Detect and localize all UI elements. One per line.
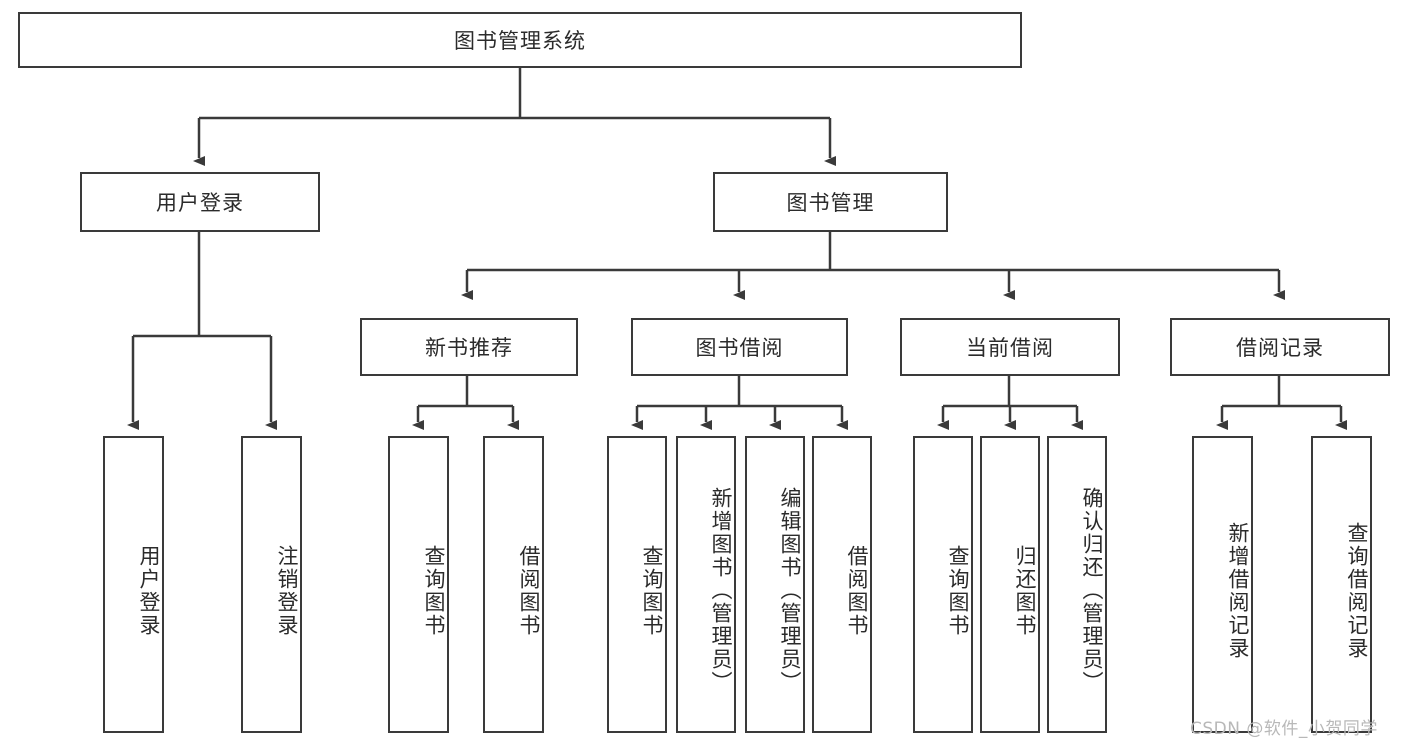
node-new-book-recommend-label: 新书推荐 bbox=[425, 336, 513, 360]
leaf-label: 编辑图书（管理员） bbox=[778, 487, 802, 694]
node-borrow-records[interactable]: 借阅记录 bbox=[1170, 318, 1390, 376]
node-new-book-recommend[interactable]: 新书推荐 bbox=[360, 318, 578, 376]
leaf-new-book-borrow[interactable]: 借阅图书 bbox=[483, 436, 544, 733]
node-book-management[interactable]: 图书管理 bbox=[713, 172, 948, 232]
leaf-current-return[interactable]: 归还图书 bbox=[980, 436, 1040, 733]
leaf-records-query[interactable]: 查询借阅记录 bbox=[1311, 436, 1372, 733]
leaf-borrow-borrow-book[interactable]: 借阅图书 bbox=[812, 436, 872, 733]
leaf-label: 确认归还（管理员） bbox=[1080, 487, 1104, 694]
node-root[interactable]: 图书管理系统 bbox=[18, 12, 1022, 68]
node-root-label: 图书管理系统 bbox=[454, 29, 586, 53]
leaf-label: 查询借阅记录 bbox=[1345, 521, 1369, 660]
leaf-label: 查询图书 bbox=[422, 544, 446, 637]
node-book-management-label: 图书管理 bbox=[786, 191, 875, 215]
leaf-current-confirm-return[interactable]: 确认归还（管理员） bbox=[1047, 436, 1107, 733]
leaf-label: 新增图书（管理员） bbox=[709, 487, 733, 694]
node-borrow-records-label: 借阅记录 bbox=[1236, 336, 1324, 360]
node-book-borrow[interactable]: 图书借阅 bbox=[631, 318, 848, 376]
leaf-user-login-login[interactable]: 用户登录 bbox=[103, 436, 164, 733]
leaf-label: 查询图书 bbox=[946, 544, 970, 637]
leaf-borrow-add-book[interactable]: 新增图书（管理员） bbox=[676, 436, 736, 733]
leaf-current-query[interactable]: 查询图书 bbox=[913, 436, 973, 733]
leaf-label: 注销登录 bbox=[275, 544, 299, 637]
leaf-borrow-query[interactable]: 查询图书 bbox=[607, 436, 667, 733]
leaf-label: 归还图书 bbox=[1013, 544, 1037, 637]
leaf-label: 新增借阅记录 bbox=[1226, 521, 1250, 660]
leaf-label: 用户登录 bbox=[137, 544, 161, 637]
node-current-borrow-label: 当前借阅 bbox=[966, 336, 1054, 360]
leaf-new-book-query[interactable]: 查询图书 bbox=[388, 436, 449, 733]
node-current-borrow[interactable]: 当前借阅 bbox=[900, 318, 1120, 376]
node-user-login-label: 用户登录 bbox=[156, 191, 244, 215]
leaf-label: 借阅图书 bbox=[517, 544, 541, 637]
leaf-user-login-logout[interactable]: 注销登录 bbox=[241, 436, 302, 733]
node-book-borrow-label: 图书借阅 bbox=[695, 336, 784, 360]
leaf-borrow-edit-book[interactable]: 编辑图书（管理员） bbox=[745, 436, 805, 733]
leaf-label: 查询图书 bbox=[640, 544, 664, 637]
node-user-login[interactable]: 用户登录 bbox=[80, 172, 320, 232]
leaf-records-add[interactable]: 新增借阅记录 bbox=[1192, 436, 1253, 733]
leaf-label: 借阅图书 bbox=[845, 544, 869, 637]
